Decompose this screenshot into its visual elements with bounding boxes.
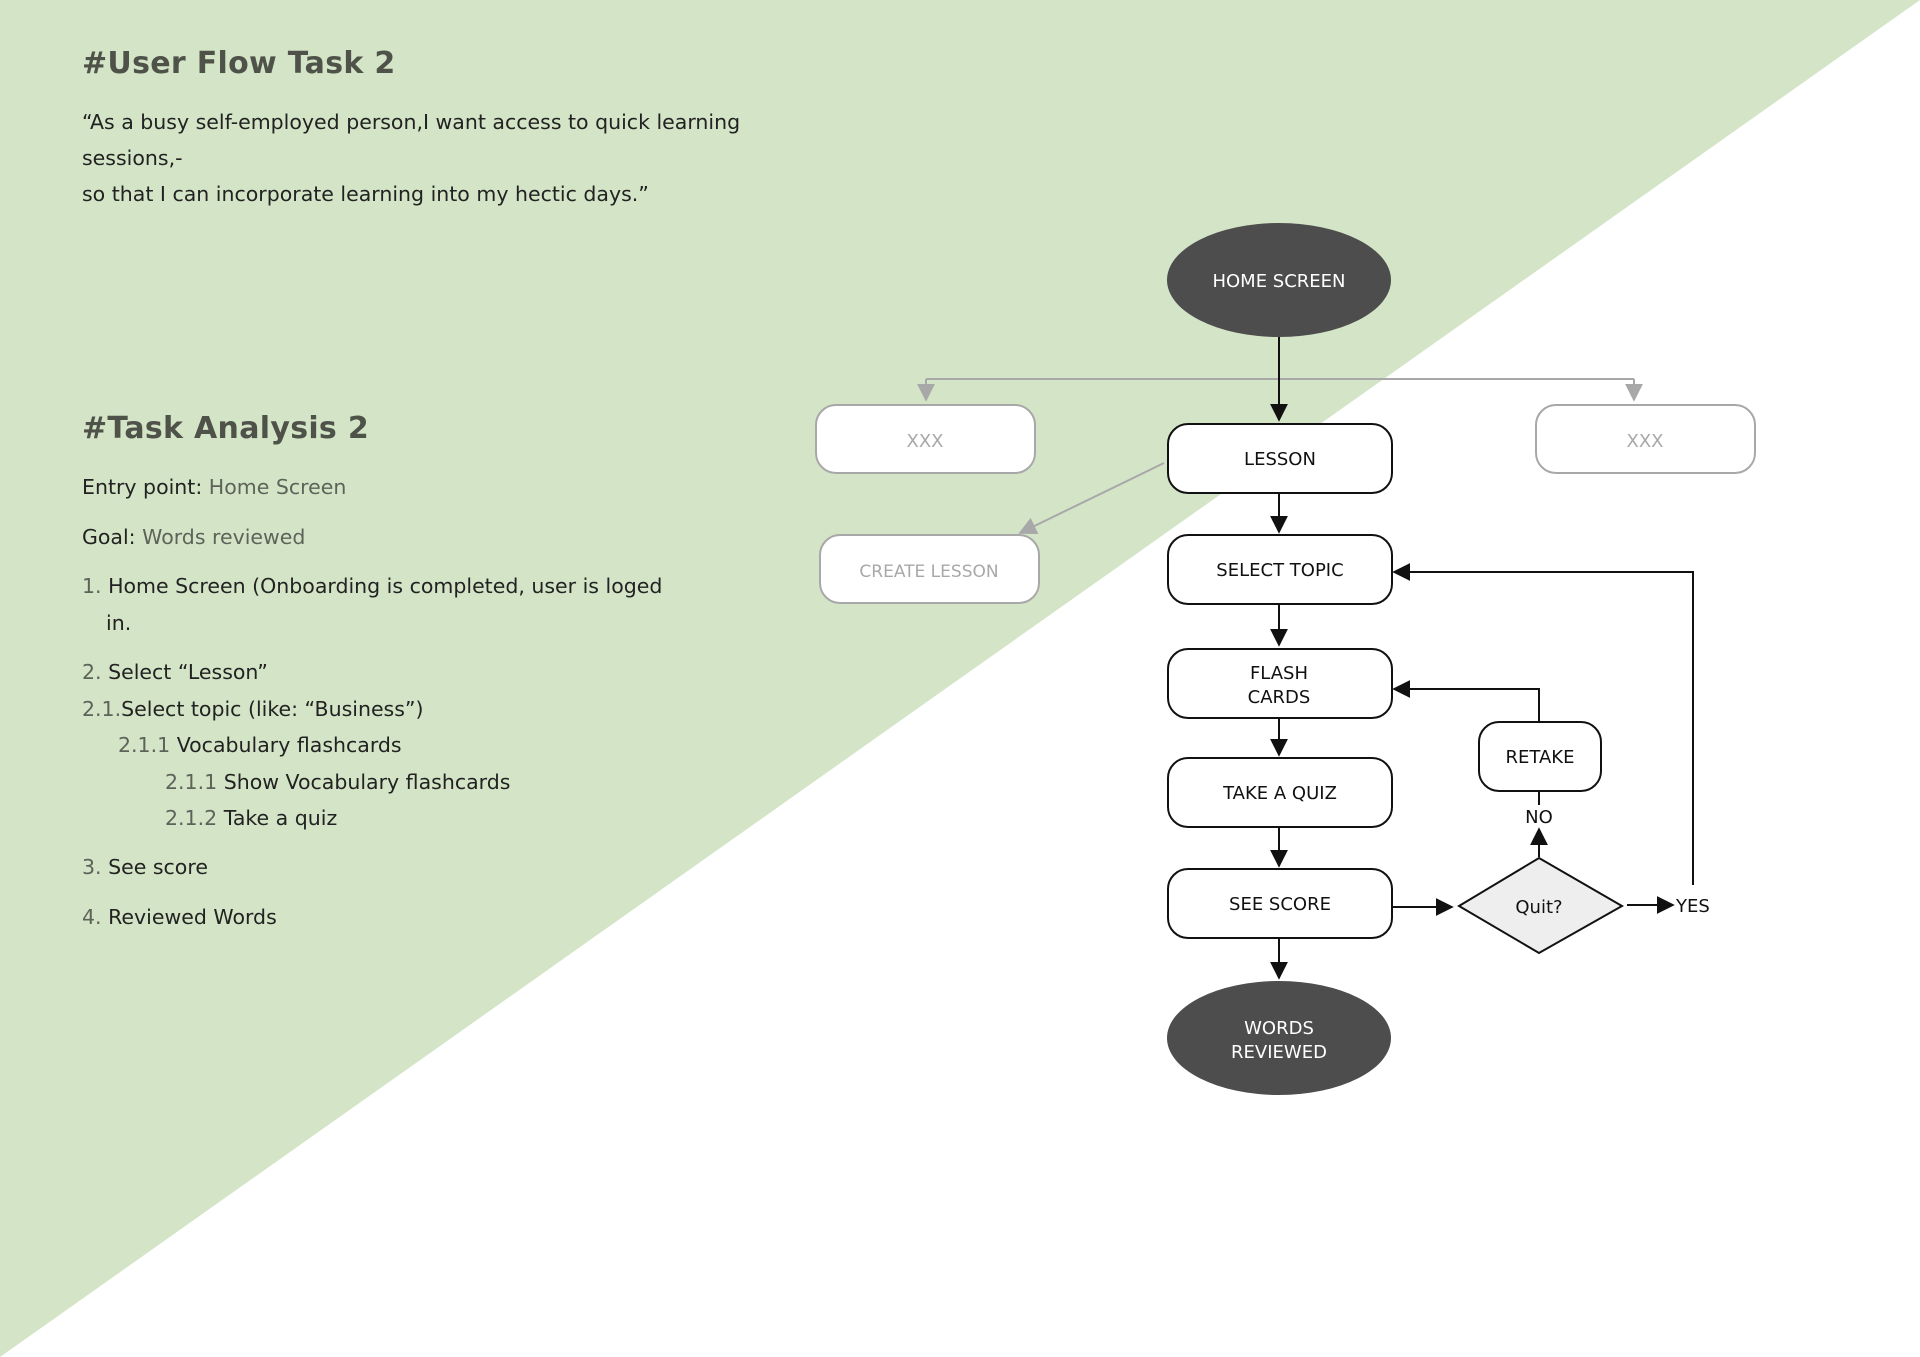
xxx-right-box	[1535, 404, 1756, 474]
step-text: See score	[108, 855, 208, 879]
entry-point-label: Entry point:	[82, 475, 203, 499]
step-number: 3.	[82, 855, 102, 879]
retake-label: RETAKE	[1506, 747, 1575, 768]
flash-cards-box	[1167, 648, 1393, 719]
home-screen-ellipse	[1167, 223, 1391, 337]
task-step: 2.1.1 Show Vocabulary flashcards	[165, 770, 510, 794]
quit-diamond	[1457, 856, 1625, 955]
create-lesson-box	[819, 534, 1040, 604]
words-reviewed-ellipse	[1167, 981, 1391, 1095]
step-number: 4.	[82, 905, 102, 929]
words-reviewed-node: WORDS REVIEWED	[1167, 981, 1391, 1095]
step-text: in.	[106, 611, 132, 635]
xxx-left-label: XXX	[907, 431, 944, 452]
step-text: Select “Lesson”	[108, 660, 268, 684]
task-step: 2.1.Select topic (like: “Business”)	[82, 697, 424, 721]
task-step: 4. Reviewed Words	[82, 905, 277, 929]
lesson-box	[1167, 423, 1393, 494]
step-number: 2.1.1	[165, 770, 218, 794]
retake-node: RETAKE	[1478, 721, 1602, 792]
task-step: in.	[106, 611, 131, 635]
user-story-quote: “As a busy self-employed person,I want a…	[82, 104, 842, 212]
arrow-retake-to-flash	[1392, 680, 1540, 721]
goal: Goal: Words reviewed	[82, 525, 305, 549]
select-topic-label: SELECT TOPIC	[1216, 560, 1343, 581]
see-score-label: SEE SCORE	[1229, 894, 1331, 915]
connector-to-create-lesson	[1018, 462, 1165, 535]
flash-cards-label-2: CARDS	[1248, 687, 1311, 708]
no-label: NO	[1525, 807, 1553, 828]
take-quiz-label: TAKE A QUIZ	[1222, 783, 1337, 804]
step-text: Show Vocabulary flashcards	[223, 770, 511, 794]
see-score-box	[1167, 868, 1393, 939]
yes-label: YES	[1675, 896, 1710, 917]
lesson-node: LESSON	[1167, 423, 1393, 494]
words-reviewed-label-2: REVIEWED	[1231, 1042, 1327, 1063]
see-score-node: SEE SCORE	[1167, 868, 1393, 939]
task-step: 2.1.1 Vocabulary flashcards	[118, 733, 402, 757]
lesson-label: LESSON	[1244, 449, 1316, 470]
step-text: Select topic (like: “Business”)	[121, 697, 424, 721]
select-topic-node: SELECT TOPIC	[1167, 534, 1393, 605]
step-text: Take a quiz	[223, 806, 338, 830]
arrow-yes-to-topic	[1392, 563, 1694, 885]
goal-value: Words reviewed	[142, 525, 306, 549]
task-step: 1. Home Screen (Onboarding is completed,…	[82, 574, 662, 598]
user-story-line-2: so that I can incorporate learning into …	[82, 182, 649, 206]
take-quiz-node: TAKE A QUIZ	[1167, 757, 1393, 828]
select-topic-box	[1167, 534, 1393, 605]
user-flow-title: #User Flow Task 2	[82, 46, 396, 81]
step-text: Reviewed Words	[108, 905, 277, 929]
xxx-left-box	[815, 404, 1036, 474]
retake-box	[1478, 721, 1602, 792]
step-text: Vocabulary flashcards	[176, 733, 402, 757]
step-number: 2.1.1	[118, 733, 171, 757]
flash-cards-label-1: FLASH	[1250, 663, 1308, 684]
task-step: 3. See score	[82, 855, 208, 879]
home-screen-label: HOME SCREEN	[1212, 271, 1345, 292]
quit-decision-node: Quit?	[1457, 856, 1625, 955]
flash-cards-node: FLASH CARDS	[1167, 648, 1393, 719]
take-quiz-box	[1167, 757, 1393, 828]
task-analysis-title: #Task Analysis 2	[82, 411, 370, 446]
create-lesson-node: CREATE LESSON	[819, 534, 1040, 604]
xxx-right-label: XXX	[1627, 431, 1664, 452]
entry-point: Entry point: Home Screen	[82, 475, 346, 499]
create-lesson-label: CREATE LESSON	[859, 562, 998, 582]
xxx-right-node: XXX	[1535, 404, 1756, 474]
main-connectors	[1270, 337, 1694, 980]
words-reviewed-label-1: WORDS	[1244, 1018, 1314, 1039]
xxx-left-node: XXX	[815, 404, 1036, 474]
step-number: 2.1.2	[165, 806, 218, 830]
entry-point-value: Home Screen	[208, 475, 347, 499]
home-screen-node: HOME SCREEN	[1167, 223, 1391, 337]
goal-label: Goal:	[82, 525, 136, 549]
task-step: 2.1.2 Take a quiz	[165, 806, 337, 830]
quit-label: Quit?	[1515, 897, 1562, 918]
task-step: 2. Select “Lesson”	[82, 660, 268, 684]
step-number: 2.	[82, 660, 102, 684]
step-number: 2.1.	[82, 697, 122, 721]
step-number: 1.	[82, 574, 102, 598]
user-story-line-1: “As a busy self-employed person,I want a…	[82, 110, 741, 170]
step-text: Home Screen (Onboarding is completed, us…	[108, 574, 663, 598]
